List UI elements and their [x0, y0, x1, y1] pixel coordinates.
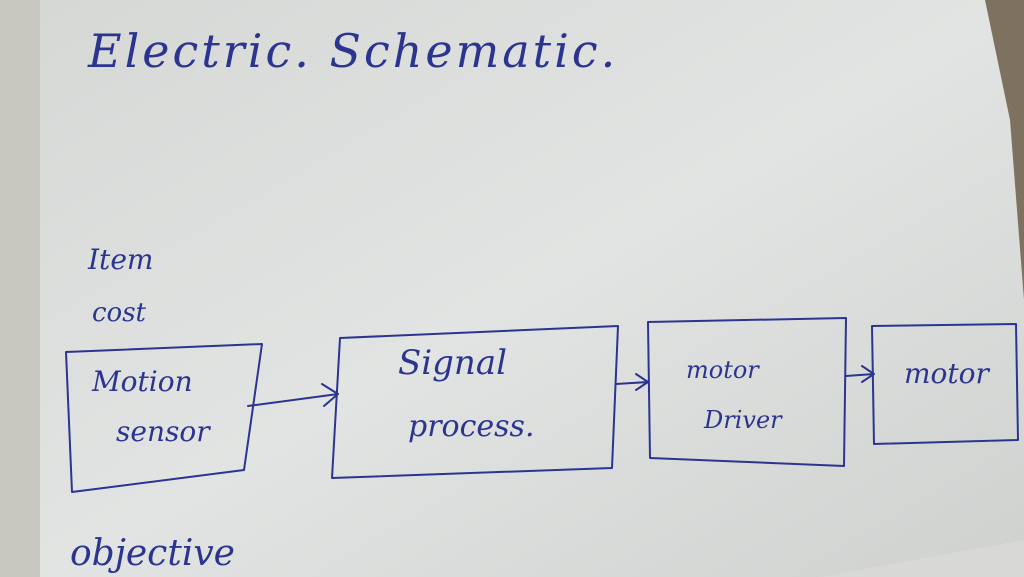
block-signal-process-label-1: Signal — [398, 343, 507, 383]
block-motor-outline — [871, 323, 1019, 445]
block-motor-driver-outline — [647, 317, 847, 467]
diagram-title: Electric. Schematic. — [88, 24, 619, 78]
arrow-driver-to-motor — [845, 365, 875, 383]
paper-surface — [40, 0, 1024, 577]
block-signal-process-label-2: process. — [408, 409, 535, 444]
block-motion-sensor-outline — [65, 343, 263, 493]
side-label-item: Item — [88, 243, 154, 276]
block-motor-driver-label-1: motor — [686, 356, 759, 384]
block-motion-sensor-label-2: sensor — [116, 415, 210, 448]
arrow-sensor-to-process — [247, 383, 339, 407]
block-motor-driver-label-2: Driver — [704, 406, 782, 434]
footer-objective: objective — [70, 533, 235, 574]
arrow-process-to-driver — [615, 373, 649, 391]
block-motion-sensor-label-1: Motion — [92, 365, 193, 398]
side-label-cost: cost — [92, 298, 147, 328]
block-signal-process-outline — [331, 325, 619, 479]
block-motor-label: motor — [904, 357, 989, 390]
